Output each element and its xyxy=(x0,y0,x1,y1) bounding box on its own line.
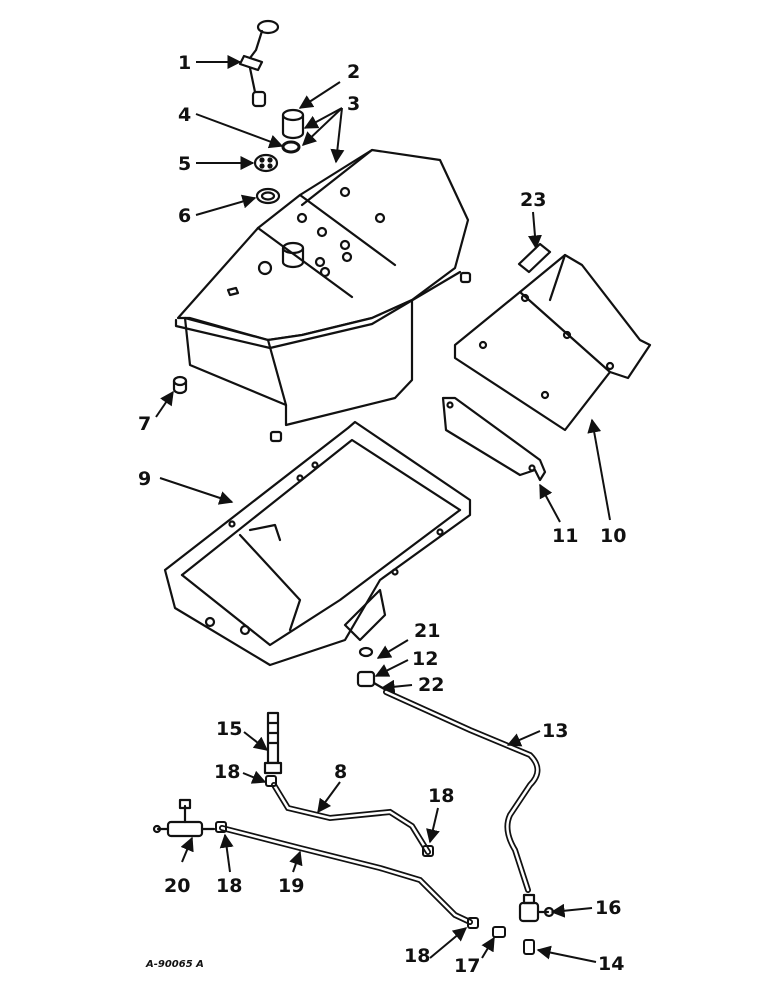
callout-20: 20 xyxy=(164,875,190,897)
mount-nut xyxy=(172,375,188,395)
callout-8: 8 xyxy=(334,761,347,783)
plug-17 xyxy=(492,926,506,938)
valve-16 xyxy=(518,893,555,923)
perforated-plate xyxy=(253,153,279,173)
shield-panel xyxy=(453,253,652,432)
callout-13: 13 xyxy=(542,720,568,742)
callout-12: 12 xyxy=(412,648,438,670)
tank-frame xyxy=(163,420,472,667)
callout-1: 1 xyxy=(178,52,191,74)
fuel-line-8-inner xyxy=(272,783,430,854)
mount-nut-bottom xyxy=(269,430,283,443)
callout-23: 23 xyxy=(520,189,546,211)
fuel-line-19 xyxy=(219,825,473,925)
callout-18d: 18 xyxy=(404,945,430,967)
callout-19: 19 xyxy=(278,875,304,897)
callout-10: 10 xyxy=(600,525,626,547)
drawing-number: A-90065 A xyxy=(145,959,204,970)
callout-22: 22 xyxy=(418,674,444,696)
shutoff-fitting xyxy=(356,646,388,692)
fitting-18-b xyxy=(422,845,434,857)
callout-6: 6 xyxy=(178,205,191,227)
gasket-ring xyxy=(281,140,301,154)
callout-17: 17 xyxy=(454,955,480,977)
callout-15: 15 xyxy=(216,718,242,740)
callout-18a: 18 xyxy=(214,761,240,783)
callout-21: 21 xyxy=(414,620,440,642)
callout-9: 9 xyxy=(138,468,151,490)
fitting-18-d xyxy=(467,917,479,929)
connector-14 xyxy=(523,939,535,955)
callout-5: 5 xyxy=(178,153,191,175)
callout-14: 14 xyxy=(598,953,624,975)
sealing-ring xyxy=(255,187,281,205)
callout-16: 16 xyxy=(595,897,621,919)
callout-18b: 18 xyxy=(428,785,454,807)
fuel-line-19-inner xyxy=(220,826,472,924)
fuel-tank xyxy=(174,148,472,427)
leader-lines xyxy=(155,55,611,963)
callout-2: 2 xyxy=(347,61,360,83)
callouts: 1 2 3 4 5 6 7 8 9 10 11 12 13 14 15 16 1… xyxy=(138,52,626,977)
callout-18c: 18 xyxy=(216,875,242,897)
bracket xyxy=(441,396,547,482)
callout-4: 4 xyxy=(178,104,191,126)
filler-cap xyxy=(281,108,305,140)
fitting-15 xyxy=(263,711,283,775)
fuel-line-13-inner xyxy=(384,690,539,892)
callout-11: 11 xyxy=(552,525,578,547)
callout-3: 3 xyxy=(347,93,360,115)
fuel-line-13 xyxy=(383,689,541,893)
tee-valve-20 xyxy=(152,798,216,838)
spacer-tube xyxy=(517,242,552,274)
fuel-gauge-assembly xyxy=(238,19,280,108)
callout-7: 7 xyxy=(138,413,151,435)
fitting-18-c xyxy=(215,821,227,833)
fuel-line-8 xyxy=(271,782,431,855)
